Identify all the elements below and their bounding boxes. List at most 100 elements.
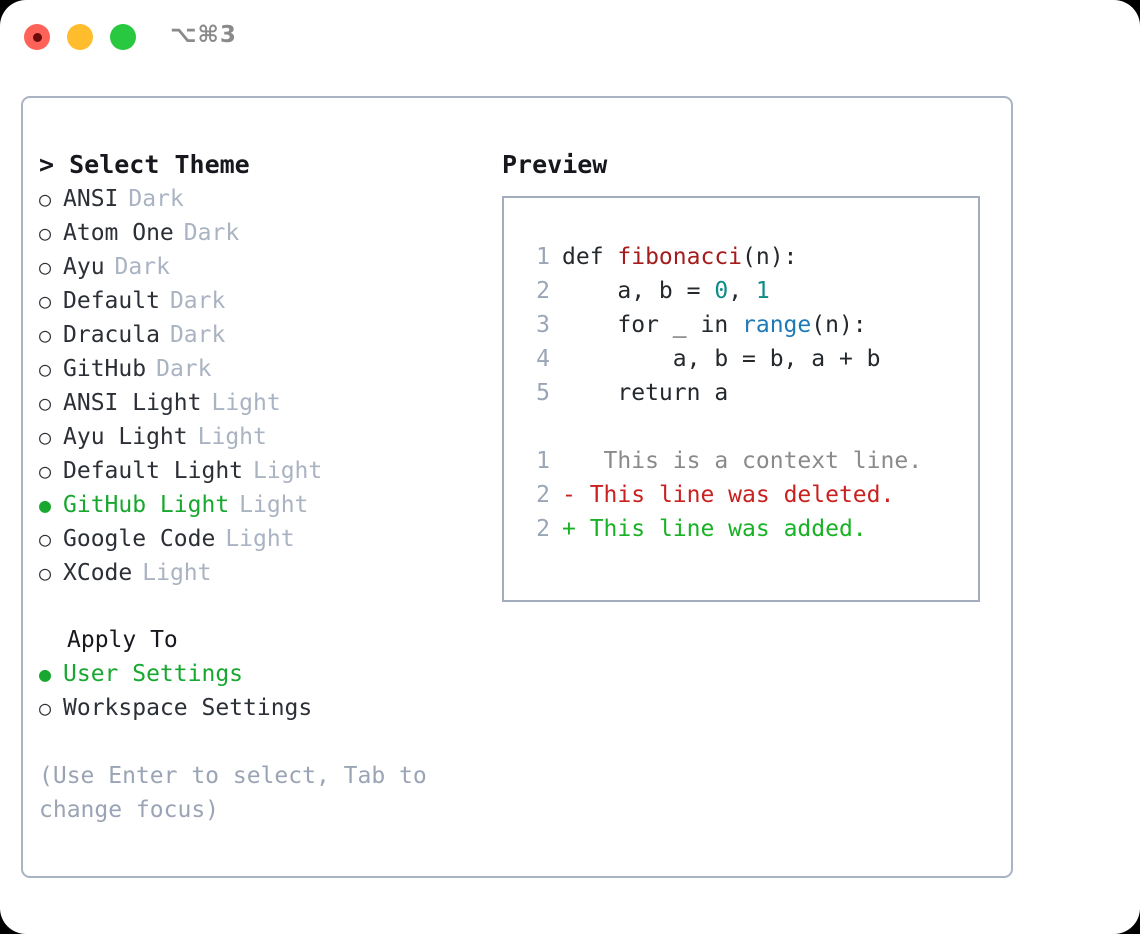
apply-to-list: ● User Settings ○Workspace Settings	[39, 657, 479, 725]
theme-name: ANSI	[63, 186, 119, 212]
window-controls	[24, 24, 136, 50]
radio-unselected-icon: ○	[39, 391, 52, 415]
diff-line-add: 2 + This line was added.	[522, 512, 922, 546]
theme-option-ansi[interactable]: ○ ANSI Dark	[39, 182, 479, 216]
radio-unselected-icon: ○	[39, 323, 52, 347]
diff-line-ctx: 1 This is a context line.	[522, 444, 922, 478]
theme-variant-tag: Light	[253, 458, 323, 484]
code-token: (n):	[811, 312, 867, 338]
theme-variant-tag: Light	[197, 424, 267, 450]
code-line: 5 return a	[522, 376, 922, 410]
theme-option-dracula[interactable]: ○ Dracula Dark	[39, 318, 479, 352]
theme-variant-tag: Light	[211, 390, 281, 416]
radio-unselected-icon: ○	[39, 527, 52, 551]
line-number: 3	[536, 312, 550, 338]
close-button[interactable]	[24, 24, 50, 50]
code-token: 1	[755, 278, 770, 304]
theme-name: Ayu Light	[63, 424, 188, 450]
line-number: 1	[536, 448, 550, 474]
theme-option-atom-one[interactable]: ○ Atom One Dark	[39, 216, 479, 250]
theme-name: Atom One	[63, 220, 174, 246]
theme-name: Default Light	[63, 458, 244, 484]
theme-name: XCode	[63, 560, 133, 586]
theme-name: GitHub Light	[63, 492, 230, 518]
theme-variant-tag: Dark	[156, 356, 212, 382]
theme-variant-tag: Light	[225, 526, 295, 552]
theme-variant-tag: Light	[239, 492, 309, 518]
radio-unselected-icon: ○	[39, 357, 52, 381]
theme-variant-tag: Dark	[169, 322, 226, 348]
code-token: a, b =	[562, 278, 715, 304]
line-number: 2	[536, 516, 550, 542]
title-bar: ⌥⌘3	[0, 0, 1140, 78]
page-title: > Select Theme	[39, 150, 250, 179]
theme-variant-tag: Dark	[183, 220, 240, 246]
radio-selected-icon: ●	[39, 493, 52, 517]
theme-name: Ayu	[63, 254, 105, 280]
theme-variant-tag: Light	[142, 560, 212, 586]
radio-selected-icon: ●	[39, 662, 52, 686]
theme-name: ANSI Light	[63, 390, 202, 416]
theme-variant-tag: Dark	[169, 288, 226, 314]
code-token: for _ in	[562, 312, 743, 338]
radio-unselected-icon: ○	[39, 187, 52, 211]
radio-unselected-icon: ○	[39, 561, 52, 585]
theme-variant-tag: Dark	[114, 254, 170, 280]
theme-name: Default	[63, 288, 160, 314]
apply-to-option-user-settings[interactable]: ● User Settings	[39, 657, 479, 691]
line-number: 4	[536, 346, 550, 372]
theme-option-google-code[interactable]: ○ Google Code Light	[39, 522, 479, 556]
code-token: fibonacci	[617, 244, 743, 270]
code-line: 4 a, b = b, a + b	[522, 342, 922, 376]
code-token: ,	[728, 278, 756, 304]
theme-name: Google Code	[63, 526, 216, 552]
radio-unselected-icon: ○	[39, 425, 52, 449]
diff-text: This line was deleted.	[575, 482, 895, 508]
theme-name: Dracula	[63, 322, 160, 348]
diff-text: This line was added.	[575, 516, 867, 542]
code-token: range	[742, 312, 812, 338]
code-spacer	[522, 410, 922, 444]
keyboard-hint: (Use Enter to select, Tab to change focu…	[39, 763, 427, 823]
theme-name: GitHub	[63, 356, 147, 382]
radio-unselected-icon: ○	[39, 696, 52, 720]
theme-option-ayu-light[interactable]: ○ Ayu Light Light	[39, 420, 479, 454]
theme-variant-tag: Dark	[128, 186, 184, 212]
code-token: return a	[562, 380, 729, 406]
line-number: 2	[536, 278, 550, 304]
diff-marker: +	[562, 516, 576, 542]
code-token: def	[562, 244, 618, 270]
code-line: 3 for _ in range(n):	[522, 308, 922, 342]
diff-text: This is a context line.	[575, 448, 923, 474]
theme-option-github-light[interactable]: ● GitHub Light Light	[39, 488, 479, 522]
diff-line-del: 2- This line was deleted.	[522, 478, 922, 512]
preview-title: Preview	[502, 150, 608, 179]
apply-to-label: User Settings	[63, 661, 244, 687]
theme-option-xcode[interactable]: ○ XCode Light	[39, 556, 479, 590]
shortcut-label: ⌥⌘3	[170, 22, 237, 48]
code-token: (n):	[742, 244, 798, 270]
radio-unselected-icon: ○	[39, 221, 52, 245]
theme-option-ansi-light[interactable]: ○ ANSI Light Light	[39, 386, 479, 420]
maximize-button[interactable]	[110, 24, 136, 50]
code-token: a, b = b, a + b	[562, 346, 881, 372]
theme-option-github[interactable]: ○ GitHub Dark	[39, 352, 479, 386]
apply-to-option-workspace-settings[interactable]: ○Workspace Settings	[39, 691, 479, 725]
diff-marker: -	[562, 482, 576, 508]
line-number: 5	[536, 380, 550, 406]
minimize-button[interactable]	[67, 24, 93, 50]
code-token: 0	[714, 278, 729, 304]
diff-marker	[562, 444, 576, 478]
